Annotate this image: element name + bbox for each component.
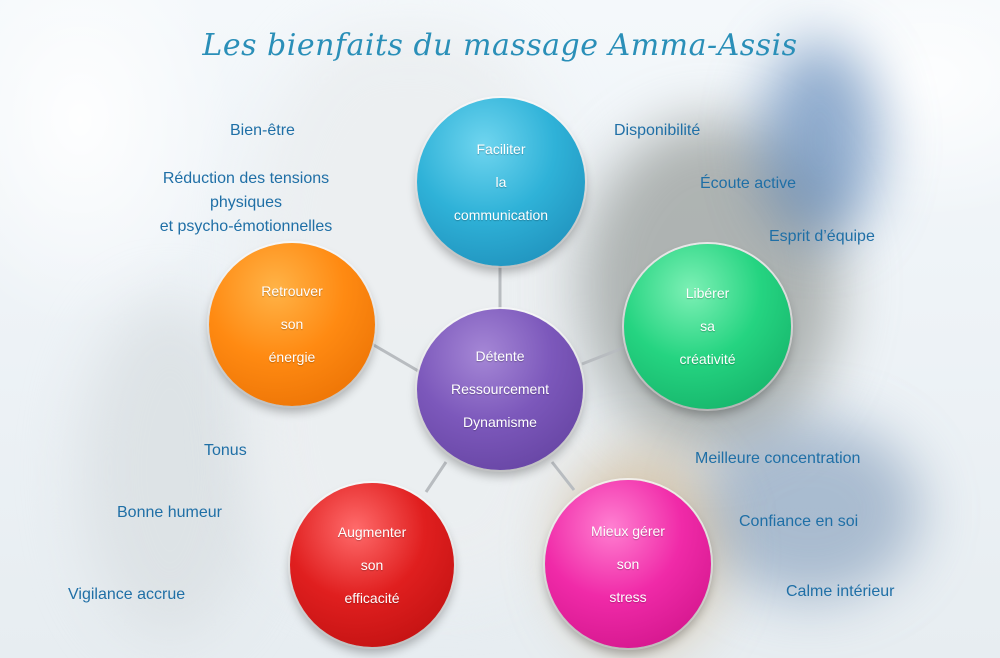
keyword-ecoute-active: Écoute active — [700, 175, 797, 192]
keyword-line: et psycho-émotionnelles — [159, 218, 333, 235]
keyword-reduction-tensions: Réduction des tensions physiques et psyc… — [140, 167, 352, 239]
background-chair-headrest — [760, 40, 880, 240]
node-line: son — [280, 316, 304, 332]
keyword-line: Réduction des tensions — [162, 170, 330, 187]
node-line: communication — [453, 206, 549, 223]
keyword-vigilance: Vigilance accrue — [68, 586, 186, 603]
keyword-calme: Calme intérieur — [786, 583, 895, 600]
node-stress: Mieux gérer son stress — [545, 480, 711, 648]
connector-left — [371, 342, 421, 374]
node-line: efficacité — [344, 589, 400, 606]
node-center-detente: Détente Ressourcement Dynamisme — [417, 309, 583, 470]
node-line: créativité — [679, 351, 736, 367]
node-line: Faciliter — [476, 140, 526, 157]
node-line: la — [495, 173, 507, 190]
keyword-concentration: Meilleure concentration — [695, 450, 861, 467]
keyword-confiance: Confiance en soi — [739, 513, 859, 530]
node-energie: Retrouver son énergie — [209, 243, 375, 406]
keyword-disponibilite: Disponibilité — [614, 122, 701, 139]
node-line: Ressourcement — [450, 381, 550, 397]
node-creativite: Libérer sa créativité — [624, 244, 791, 409]
keyword-bonne-humeur: Bonne humeur — [117, 504, 222, 521]
keyword-esprit-equipe: Esprit d’équipe — [769, 228, 875, 245]
connector-right — [581, 344, 629, 366]
connector-bottom-right — [550, 461, 576, 491]
background-chair-seat — [700, 420, 920, 600]
connector-bottom-left — [424, 461, 448, 493]
keyword-tonus: Tonus — [204, 442, 247, 459]
keyword-line: physiques — [209, 194, 283, 211]
node-line: énergie — [268, 349, 316, 365]
node-line: sa — [700, 318, 715, 334]
node-line: son — [360, 556, 384, 573]
node-line: stress — [609, 588, 647, 605]
node-line: Libérer — [685, 285, 730, 301]
node-communication: Faciliter la communication — [417, 98, 585, 266]
node-line: Dynamisme — [463, 414, 537, 430]
node-line: Détente — [475, 348, 525, 364]
node-line: Augmenter — [337, 523, 407, 540]
node-line: Retrouver — [261, 283, 323, 299]
node-line: Mieux gérer — [591, 522, 665, 539]
keyword-bien-etre: Bien-être — [230, 122, 295, 139]
node-efficacite: Augmenter son efficacité — [290, 483, 454, 647]
node-line: son — [616, 555, 640, 572]
page-title: Les bienfaits du massage Amma-Assis — [202, 28, 798, 63]
